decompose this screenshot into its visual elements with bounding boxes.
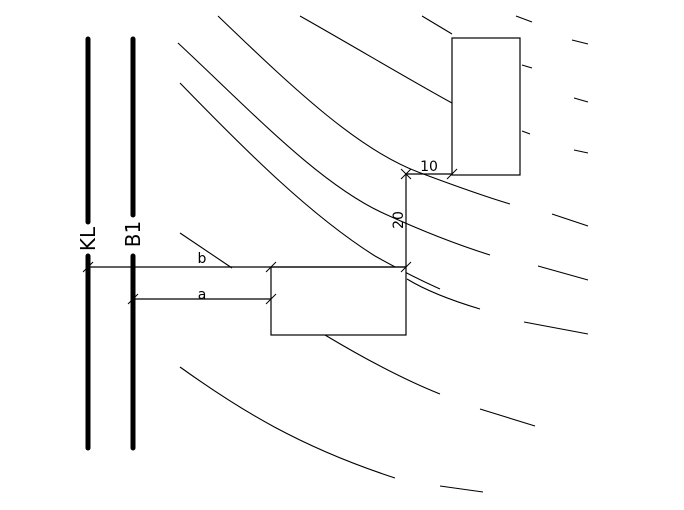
dimension-a-tick-end — [265, 293, 277, 305]
dimension-a-tick-start — [127, 293, 139, 305]
contour-line — [217, 15, 511, 205]
contour-line — [421, 15, 453, 35]
dimension-b-tick-end — [265, 261, 277, 273]
dimension-b-tick-start — [82, 261, 94, 273]
contour-dash — [521, 130, 531, 135]
utility-line-kl-label: KL — [76, 226, 100, 251]
contour-line — [324, 334, 441, 395]
contour-dash — [551, 213, 589, 227]
contour-dash — [515, 15, 533, 23]
contour-line — [406, 278, 481, 310]
building-upper — [451, 37, 521, 176]
utility-line-kl: KL — [76, 36, 100, 451]
contour-dash — [439, 485, 484, 493]
contour-dash — [573, 149, 589, 154]
contour-line — [179, 232, 233, 269]
dimension-offset-tick-end — [446, 168, 458, 180]
dimension-b: b — [82, 251, 406, 273]
utility-line-b1: B1 — [121, 36, 145, 451]
contour-line — [179, 366, 396, 479]
contour-dash — [523, 321, 589, 335]
contour-dash — [479, 408, 536, 427]
contour-line — [179, 82, 441, 290]
dimension-b-label: b — [198, 251, 207, 267]
contour-dash — [537, 265, 589, 281]
dimension-vertical: 20 — [391, 168, 412, 273]
dimension-vertical-label: 20 — [391, 211, 407, 229]
dimension-vertical-tick-bottom — [400, 261, 412, 273]
contour-dash — [521, 64, 533, 69]
dimension-a-label: a — [198, 287, 207, 303]
utility-line-b1-label: B1 — [121, 221, 145, 247]
dimension-offset-label: 10 — [420, 159, 438, 175]
contour-lines — [177, 15, 511, 479]
contour-line — [177, 42, 491, 256]
contour-line — [299, 15, 453, 104]
contour-dash — [571, 39, 589, 45]
dimension-a: a — [127, 287, 277, 305]
building-lower — [270, 266, 407, 336]
dimension-offset: 10 — [406, 159, 458, 180]
contour-dash — [573, 97, 589, 103]
contour-dashes — [439, 15, 589, 493]
